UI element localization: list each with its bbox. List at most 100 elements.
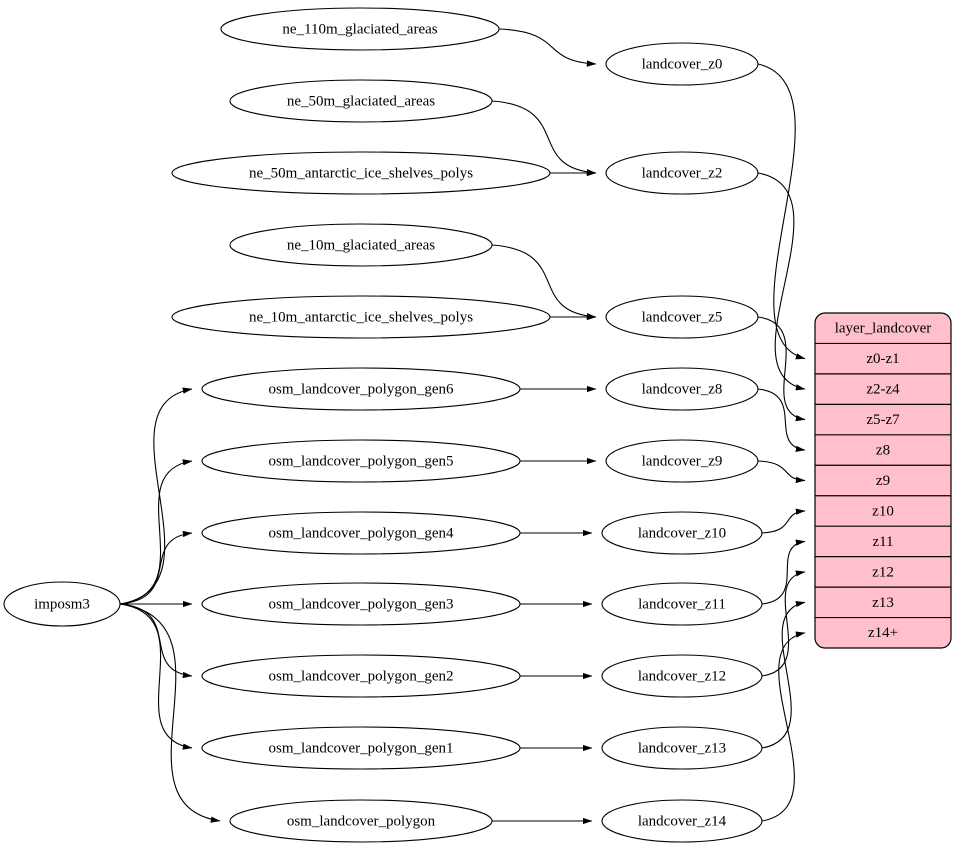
edges-layer (119, 28, 806, 825)
node-label: osm_landcover_polygon_gen6 (269, 381, 454, 397)
node-osm_landcover_polygon_gen3[interactable]: osm_landcover_polygon_gen3 (201, 582, 521, 626)
node-landcover_z8[interactable]: landcover_z8 (605, 367, 759, 411)
edge-landcover_z2-to-z2-z4 (757, 172, 806, 391)
record-row-z2-z4[interactable]: z2-z4 (866, 382, 900, 398)
node-ne_10m_glaciated_areas[interactable]: ne_10m_glaciated_areas (229, 223, 493, 267)
edge-landcover_z10-to-z10 (761, 508, 806, 534)
edge-imposm3-to-osm_landcover_polygon_gen4 (119, 530, 193, 605)
zoom-view-ellipse (605, 367, 759, 411)
record-row-z8[interactable]: z8 (876, 442, 890, 458)
edge-landcover_z11-to-z11 (761, 539, 806, 605)
node-ne_110m_glaciated_areas[interactable]: ne_110m_glaciated_areas (220, 7, 500, 51)
node-ne_50m_glaciated_areas[interactable]: ne_50m_glaciated_areas (229, 79, 493, 123)
record-row-z14+[interactable]: z14+ (868, 625, 898, 641)
zoom-view-ellipse (605, 151, 759, 195)
source-node-ellipse (3, 581, 121, 627)
record-row-z0-z1[interactable]: z0-z1 (866, 351, 899, 367)
record-row-z5-z7[interactable]: z5-z7 (866, 412, 900, 428)
zoom-view-ellipse (605, 439, 759, 483)
record-row-z10[interactable]: z10 (872, 503, 894, 519)
edge-landcover_z9-to-z9 (757, 460, 806, 484)
edge-ne_110m_glaciated_areas-to-landcover_z0 (498, 28, 597, 67)
source-table-ellipse (229, 799, 493, 843)
zoom-view-ellipse (605, 295, 759, 339)
zoom-view-ellipse (601, 654, 763, 698)
node-osm_landcover_polygon_gen1[interactable]: osm_landcover_polygon_gen1 (201, 726, 521, 770)
record-header-label[interactable]: layer_landcover (835, 321, 932, 337)
zoom-view-ellipse (601, 582, 763, 626)
node-landcover_z9[interactable]: landcover_z9 (605, 439, 759, 483)
record-row-z13[interactable]: z13 (872, 595, 894, 611)
record-row-z11[interactable]: z11 (872, 534, 893, 550)
node-label: landcover_z9 (642, 453, 723, 469)
node-label: osm_landcover_polygon (287, 813, 436, 829)
record-outline (814, 312, 952, 649)
node-ne_50m_antarctic_ice_shelves_polys[interactable]: ne_50m_antarctic_ice_shelves_polys (171, 151, 551, 195)
node-landcover_z11[interactable]: landcover_z11 (601, 582, 763, 626)
node-label: landcover_z14 (638, 813, 727, 829)
edge-ne_10m_glaciated_areas-to-landcover_z5 (491, 244, 597, 320)
layer-landcover-record: layer_landcover z0-z1 z2-z4 z5-z7 z8 z9 z10 z11… (814, 312, 952, 649)
source-table-ellipse (171, 295, 551, 339)
node-label: ne_50m_glaciated_areas (287, 93, 435, 109)
node-label: landcover_z8 (642, 381, 723, 397)
edge-imposm3-to-osm_landcover_polygon_gen2 (119, 603, 193, 679)
zoom-view-ellipse (601, 511, 763, 555)
edge-ne_50m_glaciated_areas-to-landcover_z2 (491, 100, 597, 176)
zoom-view-ellipse (601, 726, 763, 770)
node-imposm3[interactable]: imposm3 (3, 581, 121, 627)
zoom-view-ellipse (601, 799, 763, 843)
node-landcover_z14[interactable]: landcover_z14 (601, 799, 763, 843)
source-table-ellipse (201, 726, 521, 770)
edge-landcover_z14-to-z14+ (761, 631, 806, 822)
source-table-ellipse (229, 223, 493, 267)
edge-imposm3-to-osm_landcover_polygon_gen5 (119, 459, 193, 605)
edge-imposm3-to-osm_landcover_polygon_gen1 (119, 603, 193, 750)
node-label: ne_10m_antarctic_ice_shelves_polys (249, 309, 473, 325)
edge-landcover_z13-to-z13 (761, 600, 806, 749)
node-label: osm_landcover_polygon_gen1 (269, 740, 454, 756)
node-label: landcover_z10 (638, 525, 726, 541)
node-osm_landcover_polygon_gen2[interactable]: osm_landcover_polygon_gen2 (201, 654, 521, 698)
edge-landcover_z0-to-z0-z1 (757, 63, 806, 360)
source-table-ellipse (201, 367, 521, 411)
node-label: ne_50m_antarctic_ice_shelves_polys (249, 165, 473, 181)
source-table-ellipse (201, 582, 521, 626)
node-landcover_z2[interactable]: landcover_z2 (605, 151, 759, 195)
node-osm_landcover_polygon_gen6[interactable]: osm_landcover_polygon_gen6 (201, 367, 521, 411)
nodes-layer: imposm3 ne_110m_glaciated_areas ne_50m_gla… (3, 7, 763, 843)
node-osm_landcover_polygon[interactable]: osm_landcover_polygon (229, 799, 493, 843)
source-table-ellipse (201, 654, 521, 698)
node-landcover_z12[interactable]: landcover_z12 (601, 654, 763, 698)
node-osm_landcover_polygon_gen5[interactable]: osm_landcover_polygon_gen5 (201, 439, 521, 483)
zoom-view-ellipse (605, 42, 759, 86)
edge-landcover_z8-to-z8 (757, 388, 806, 452)
node-label: landcover_z2 (642, 165, 723, 181)
node-label: imposm3 (34, 596, 90, 612)
node-label: landcover_z11 (638, 596, 726, 612)
node-osm_landcover_polygon_gen4[interactable]: osm_landcover_polygon_gen4 (201, 511, 521, 555)
source-table-ellipse (229, 79, 493, 123)
node-label: landcover_z12 (638, 668, 726, 684)
edge-landcover_z5-to-z5-z7 (757, 316, 806, 422)
node-ne_10m_antarctic_ice_shelves_polys[interactable]: ne_10m_antarctic_ice_shelves_polys (171, 295, 551, 339)
node-label: landcover_z5 (642, 309, 723, 325)
node-label: ne_10m_glaciated_areas (287, 237, 435, 253)
edge-imposm3-to-osm_landcover_polygon (119, 603, 221, 823)
edge-imposm3-to-osm_landcover_polygon_gen6 (119, 387, 193, 605)
node-label: osm_landcover_polygon_gen4 (269, 525, 454, 541)
node-label: osm_landcover_polygon_gen5 (269, 453, 454, 469)
node-label: osm_landcover_polygon_gen2 (269, 668, 454, 684)
node-label: landcover_z0 (642, 56, 723, 72)
node-label: landcover_z13 (638, 740, 726, 756)
record-row-z9[interactable]: z9 (876, 473, 890, 489)
record-row-z12[interactable]: z12 (872, 564, 894, 580)
node-landcover_z10[interactable]: landcover_z10 (601, 511, 763, 555)
node-landcover_z5[interactable]: landcover_z5 (605, 295, 759, 339)
source-table-ellipse (220, 7, 500, 51)
node-landcover_z13[interactable]: landcover_z13 (601, 726, 763, 770)
node-landcover_z0[interactable]: landcover_z0 (605, 42, 759, 86)
source-table-ellipse (201, 511, 521, 555)
